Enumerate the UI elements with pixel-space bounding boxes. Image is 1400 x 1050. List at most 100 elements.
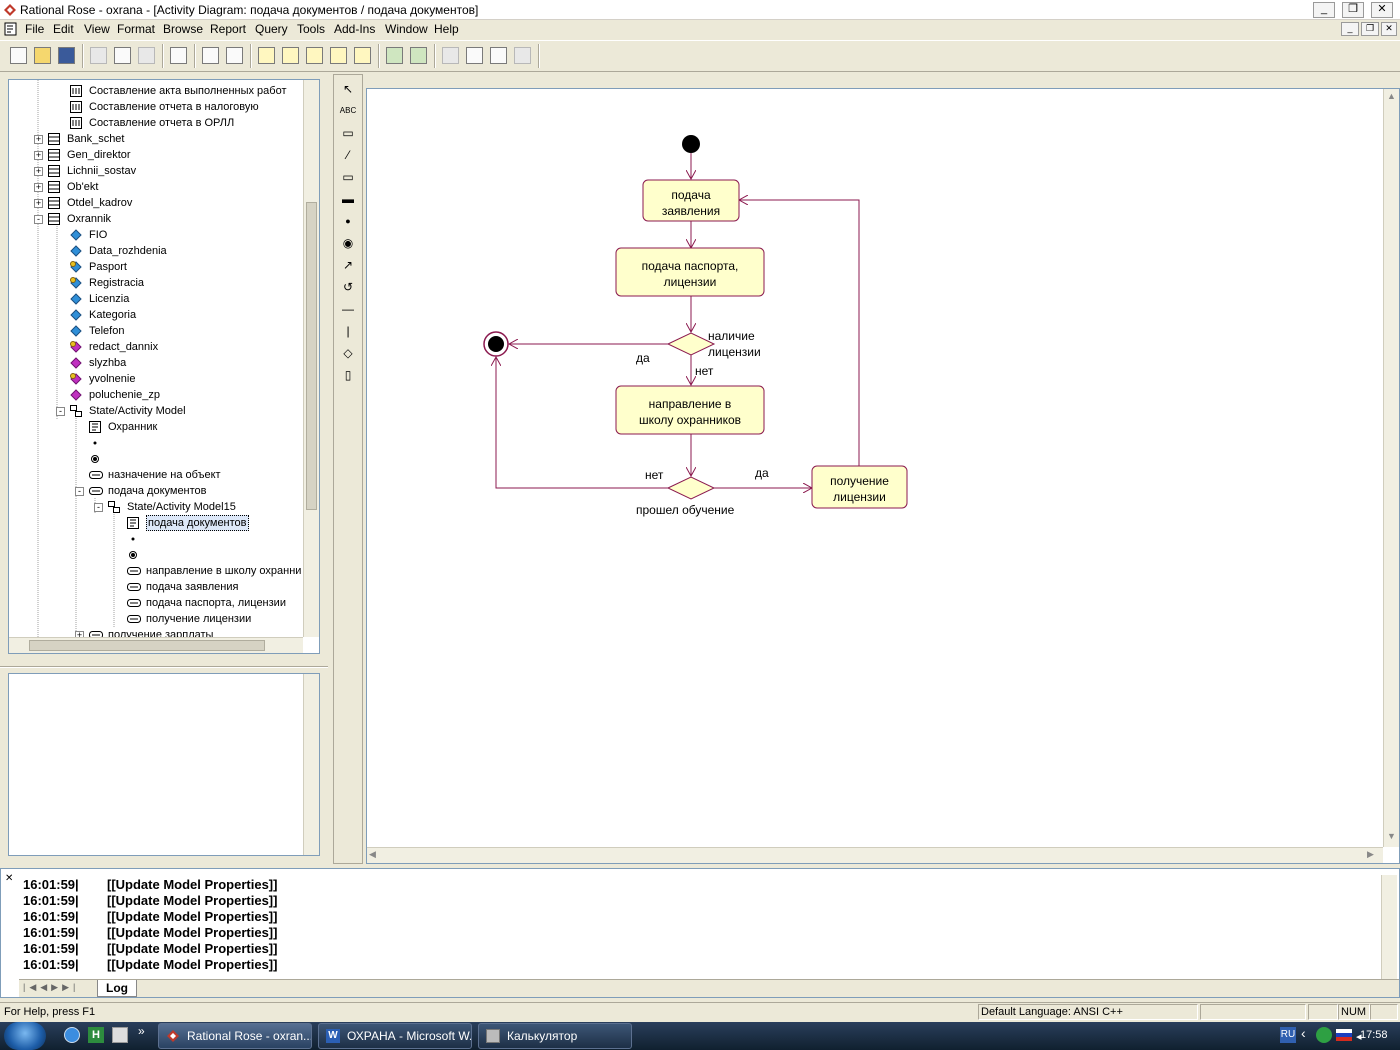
expand-icon[interactable]: + xyxy=(34,198,43,208)
vertical-sync-tool-icon[interactable]: | xyxy=(346,324,350,338)
horizontal-sync-tool-icon[interactable]: — xyxy=(342,302,354,316)
quicklaunch-more-icon[interactable]: » xyxy=(138,1024,145,1038)
menu-window[interactable]: Window xyxy=(385,22,428,36)
transition-tool-icon[interactable]: ↗ xyxy=(342,258,354,272)
copy-icon[interactable] xyxy=(114,47,131,64)
start-state[interactable] xyxy=(682,135,700,153)
minimize-button[interactable]: _ xyxy=(1313,2,1335,18)
clock[interactable]: 17:58 xyxy=(1360,1029,1388,1041)
quicklaunch-app-icon[interactable]: H xyxy=(88,1027,104,1043)
mdi-minimize-button[interactable]: _ xyxy=(1341,22,1359,36)
menu-add-ins[interactable]: Add-Ins xyxy=(334,22,376,36)
log-vertical-scrollbar[interactable] xyxy=(1381,875,1397,980)
zoom-in-icon[interactable] xyxy=(442,47,459,64)
ie-icon[interactable] xyxy=(64,1027,80,1043)
task-rational-rose[interactable]: Rational Rose - oxran... xyxy=(158,1023,312,1049)
state-tool-icon[interactable]: ▭ xyxy=(342,170,354,184)
pane-splitter[interactable] xyxy=(0,666,328,668)
diagram-horizontal-scrollbar[interactable]: ◀ ▶ xyxy=(367,847,1383,863)
expand-icon[interactable]: + xyxy=(34,182,43,192)
restore-button[interactable]: ❐ xyxy=(1342,2,1364,18)
decision-proshel-obuchenie[interactable] xyxy=(666,476,716,500)
collapse-icon[interactable]: - xyxy=(75,487,84,496)
browse-state-diagram-icon[interactable] xyxy=(354,47,371,64)
scroll-thumb[interactable] xyxy=(29,640,265,651)
browse-deployment-diagram-icon[interactable] xyxy=(330,47,347,64)
menu-format[interactable]: Format xyxy=(117,22,156,36)
anchor-note-tool-icon[interactable]: ⁄ xyxy=(346,148,349,162)
decision-nalichie-licenzii[interactable] xyxy=(666,332,716,356)
collapse-icon[interactable]: - xyxy=(34,215,43,224)
decision-tool-icon[interactable]: ◇ xyxy=(343,346,353,360)
doc-vertical-scrollbar[interactable] xyxy=(303,674,319,855)
mdi-restore-button[interactable]: ❐ xyxy=(1361,22,1379,36)
menu-tools[interactable]: Tools xyxy=(297,22,326,36)
start-state-tool-icon[interactable]: ● xyxy=(345,216,351,226)
view-documentation-icon[interactable] xyxy=(226,47,243,64)
volume-icon[interactable]: ◂ xyxy=(1356,1031,1362,1043)
activity-podacha-pasporta[interactable] xyxy=(615,247,765,297)
mdi-close-button[interactable]: ✕ xyxy=(1381,22,1397,36)
log-tab[interactable]: Log xyxy=(97,980,137,997)
tray-expand-icon[interactable]: ‹ xyxy=(1301,1025,1306,1041)
print-icon[interactable] xyxy=(170,47,187,64)
menu-edit[interactable]: Edit xyxy=(53,22,74,36)
activity-tool-icon[interactable]: ▬ xyxy=(342,192,354,206)
scroll-right-icon[interactable]: ▶ xyxy=(1367,849,1374,859)
activity-napravlenie-v-shkolu[interactable] xyxy=(615,385,765,435)
collapse-icon[interactable]: - xyxy=(56,407,65,416)
close-button[interactable]: ✕ xyxy=(1371,2,1393,18)
scroll-thumb[interactable] xyxy=(306,202,317,510)
menu-file[interactable]: File xyxy=(25,22,45,36)
browse-class-diagram-icon[interactable] xyxy=(258,47,275,64)
expand-icon[interactable]: + xyxy=(34,134,43,144)
documentation-window[interactable] xyxy=(8,673,320,856)
activity-diagram-canvas[interactable]: подача заявления подача паспорта, лиценз… xyxy=(366,88,1400,864)
expand-icon[interactable]: + xyxy=(34,150,43,160)
text-box-tool-icon[interactable]: ABC xyxy=(339,106,357,115)
open-icon[interactable] xyxy=(34,47,51,64)
paste-icon[interactable] xyxy=(138,47,155,64)
end-state[interactable] xyxy=(483,331,509,357)
menu-query[interactable]: Query xyxy=(255,22,288,36)
zoom-out-icon[interactable] xyxy=(466,47,483,64)
log-window[interactable]: ✕ 16:01:59|[[Update Model Properties]]16… xyxy=(0,868,1400,998)
scroll-left-icon[interactable]: ◀ xyxy=(369,849,376,859)
collapse-icon[interactable]: - xyxy=(94,503,103,512)
browse-component-diagram-icon[interactable] xyxy=(306,47,323,64)
browse-parent-icon[interactable] xyxy=(386,47,403,64)
expand-icon[interactable]: + xyxy=(34,166,43,176)
browse-previous-icon[interactable] xyxy=(410,47,427,64)
fit-in-window-icon[interactable] xyxy=(490,47,507,64)
end-state-tool-icon[interactable]: ◉ xyxy=(342,236,354,250)
log-close-icon[interactable]: ✕ xyxy=(5,873,14,884)
menu-view[interactable]: View xyxy=(84,22,110,36)
russian-flag-icon[interactable] xyxy=(1336,1029,1352,1041)
show-desktop-icon[interactable] xyxy=(112,1027,128,1043)
menu-browse[interactable]: Browse xyxy=(163,22,204,36)
swimlane-tool-icon[interactable]: ▯ xyxy=(344,368,352,382)
context-help-icon[interactable] xyxy=(202,47,219,64)
transition-d2-no-to-end[interactable] xyxy=(496,357,668,489)
menu-report[interactable]: Report xyxy=(210,22,247,36)
undo-fit-icon[interactable] xyxy=(514,47,531,64)
cut-icon[interactable] xyxy=(90,47,107,64)
activity-podacha-zayavleniya[interactable] xyxy=(642,179,740,222)
note-tool-icon[interactable]: ▭ xyxy=(342,126,354,140)
selection-tool-icon[interactable]: ↖ xyxy=(342,82,354,96)
title-bar[interactable]: Rational Rose - oxrana - [Activity Diagr… xyxy=(0,0,1400,20)
task-calculator[interactable]: Калькулятор xyxy=(478,1023,632,1049)
browse-interaction-diagram-icon[interactable] xyxy=(282,47,299,64)
activity-poluchenie-licenzii[interactable] xyxy=(811,465,908,509)
menu-help[interactable]: Help xyxy=(434,22,459,36)
log-tab-nav-icons[interactable]: |◀◀▶▶| xyxy=(23,982,80,992)
browser-vertical-scrollbar[interactable] xyxy=(303,80,319,637)
language-indicator[interactable]: RU xyxy=(1280,1027,1296,1043)
transition-a4-to-a1[interactable] xyxy=(739,200,860,466)
save-icon[interactable] xyxy=(58,47,75,64)
start-button[interactable] xyxy=(4,1022,46,1050)
self-transition-tool-icon[interactable]: ↺ xyxy=(342,280,354,294)
scroll-down-icon[interactable]: ▼ xyxy=(1387,831,1396,841)
browser-horizontal-scrollbar[interactable] xyxy=(9,637,303,653)
scroll-up-icon[interactable]: ▲ xyxy=(1387,91,1396,101)
